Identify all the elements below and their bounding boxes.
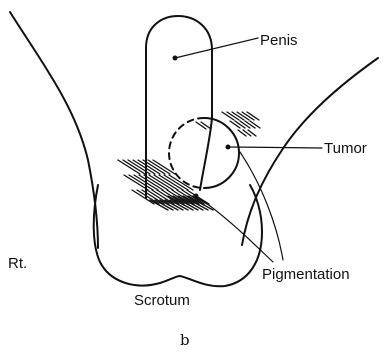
tumor-leader-line <box>228 147 322 148</box>
hatch-line <box>240 121 250 128</box>
hatch-line <box>196 122 206 129</box>
hatch-line <box>235 121 245 128</box>
figure-caption: b <box>180 331 190 349</box>
hatch-line <box>144 175 168 190</box>
penis-label: Penis <box>260 32 298 49</box>
tumor-label: Tumor <box>324 140 367 157</box>
hatch-line <box>230 121 240 128</box>
hatch-line <box>129 175 153 190</box>
left-body-contour <box>10 12 98 248</box>
scrotum-label: Scrotum <box>134 292 190 309</box>
tumor-hidden-outline <box>169 118 204 188</box>
penis-leader-line <box>175 38 258 58</box>
side-label: Rt. <box>8 255 27 272</box>
hatch-line <box>124 175 148 190</box>
hatch-line <box>154 175 178 190</box>
hatch-line <box>245 121 255 128</box>
hatch-line <box>169 175 193 190</box>
hatch-line <box>201 122 211 129</box>
hatch-line <box>139 175 163 190</box>
hatch-line <box>149 175 173 190</box>
hatch-line <box>250 121 260 128</box>
pigmentation-label: Pigmentation <box>262 266 350 283</box>
